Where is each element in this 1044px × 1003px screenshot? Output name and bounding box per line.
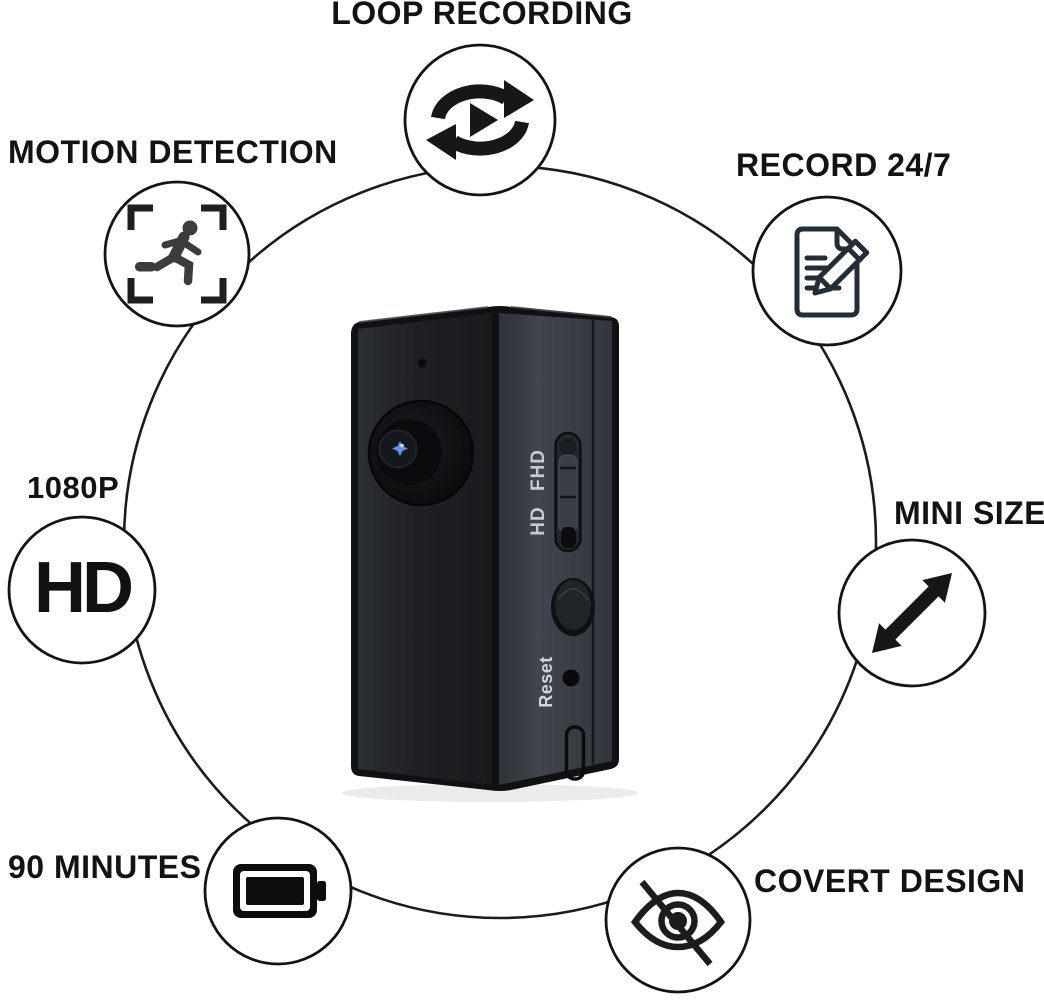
switch-label-fhd: FHD bbox=[528, 449, 549, 491]
camera-front-face bbox=[358, 313, 492, 785]
hd-badge-icon bbox=[7, 515, 157, 665]
camera-side-face bbox=[499, 313, 612, 785]
eye-slash-icon bbox=[604, 846, 752, 994]
label-loop-recording: LOOP RECORDING bbox=[331, 0, 633, 31]
hd-badge-text: HD bbox=[34, 548, 134, 628]
label-90-minutes: 90 MINUTES bbox=[8, 849, 202, 885]
label-motion-detection: MOTION DETECTION bbox=[8, 134, 338, 170]
label-record-24-7: RECORD 24/7 bbox=[736, 147, 952, 183]
reset-label: Reset bbox=[536, 656, 556, 708]
motion-detection-icon bbox=[103, 180, 251, 328]
reset-pinhole bbox=[562, 669, 580, 687]
resolution-switch bbox=[554, 431, 582, 553]
camera-top-edge-highlight bbox=[358, 306, 489, 323]
label-1080p: 1080P bbox=[27, 470, 120, 505]
mic-pinhole bbox=[417, 358, 427, 368]
mini-size-arrow-icon bbox=[837, 538, 987, 688]
bottom-clip-slot bbox=[564, 725, 586, 781]
label-mini-size: MINI SIZE bbox=[894, 495, 1044, 531]
running-person-glyph bbox=[135, 220, 202, 286]
switch-knob bbox=[558, 454, 578, 534]
label-covert-design: COVERT DESIGN bbox=[754, 863, 1026, 899]
battery-full-icon bbox=[203, 816, 353, 966]
camera-product-image: FHD HD Reset bbox=[342, 306, 638, 802]
camera-top-edge-highlight-2 bbox=[510, 306, 612, 318]
switch-label-hd: HD bbox=[528, 506, 549, 535]
record-24-7-icon bbox=[751, 195, 903, 347]
lens-glint bbox=[392, 441, 408, 456]
camera-shadow bbox=[342, 784, 638, 802]
pencil-glyph bbox=[812, 238, 870, 296]
camera-lens bbox=[367, 399, 475, 507]
loop-recording-icon bbox=[403, 43, 557, 197]
power-button bbox=[551, 578, 595, 636]
